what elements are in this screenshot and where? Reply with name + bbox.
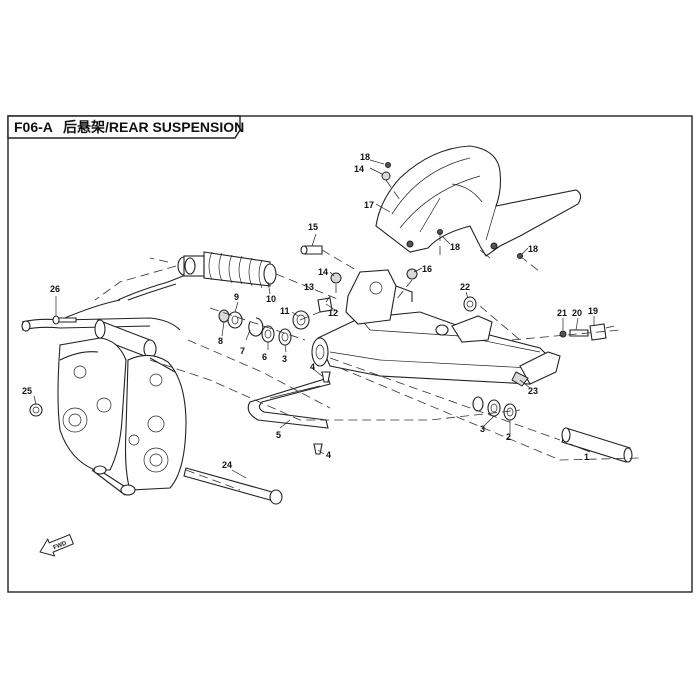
swing-arm <box>311 269 561 387</box>
fwd-label: FWD <box>53 540 69 551</box>
callout-16: 16 <box>422 264 432 274</box>
nut-16 <box>406 268 418 280</box>
callout-4-upper: 4 <box>310 362 315 372</box>
callout-22: 22 <box>460 282 470 292</box>
nut-8 <box>218 309 230 323</box>
callout-24: 24 <box>222 460 232 470</box>
callout-13: 13 <box>304 282 314 292</box>
callout-12: 12 <box>328 308 338 318</box>
callout-23: 23 <box>528 386 538 396</box>
bolt-26 <box>52 315 77 325</box>
fwd-arrow: FWD <box>39 533 75 557</box>
callout-17: 17 <box>364 200 374 210</box>
pivot-shaft <box>561 427 633 463</box>
seal-22 <box>463 296 477 312</box>
assembly-lines <box>149 179 641 491</box>
callout-4-lower: 4 <box>326 450 331 460</box>
callout-19: 19 <box>588 306 598 316</box>
bolt-4-lower <box>313 443 323 455</box>
screw-18-top <box>385 162 391 168</box>
title-box: F06-A 后悬架/REAR SUSPENSION <box>7 115 244 139</box>
callout-15: 15 <box>308 222 318 232</box>
long-bolt <box>183 467 283 505</box>
callout-1: 1 <box>584 452 589 462</box>
callout-14: 14 <box>318 267 328 277</box>
callout-6: 6 <box>262 352 267 362</box>
callout-9: 9 <box>234 292 239 302</box>
callout-25: 25 <box>22 386 32 396</box>
callout-18-mid: 18 <box>450 242 460 252</box>
bolt-13 <box>317 297 333 313</box>
callout-2: 2 <box>506 432 511 442</box>
rear-fender <box>375 145 582 259</box>
callout-8: 8 <box>218 336 223 346</box>
title-name: 后悬架/REAR SUSPENSION <box>63 119 244 135</box>
shock-absorber <box>177 251 277 289</box>
leader-lines <box>33 159 595 479</box>
collar-right <box>472 396 484 412</box>
callout-26: 26 <box>50 284 60 294</box>
callout-18-right: 18 <box>528 244 538 254</box>
callout-numbers: 1 2 3 3 4 4 5 6 7 8 9 10 11 12 13 14 14 … <box>22 152 598 470</box>
bolt-4-upper <box>321 371 331 383</box>
diagram-frame <box>7 115 693 593</box>
callout-3-left: 3 <box>282 354 287 364</box>
pin-15 <box>300 245 323 255</box>
circlip <box>248 317 264 337</box>
callout-10: 10 <box>266 294 276 304</box>
bearing-6 <box>261 325 275 343</box>
frame-bracket <box>21 269 199 496</box>
callout-7: 7 <box>240 346 245 356</box>
nut-14-fender <box>381 171 391 181</box>
callout-18-top: 18 <box>360 152 370 162</box>
callout-21: 21 <box>557 308 567 318</box>
spacer-right <box>503 403 517 421</box>
callout-3-right: 3 <box>480 424 485 434</box>
callout-20: 20 <box>572 308 582 318</box>
callout-11: 11 <box>280 306 290 316</box>
bearing-left <box>278 328 292 346</box>
callout-5: 5 <box>276 430 281 440</box>
nut-25 <box>29 403 43 417</box>
title-code: F06-A <box>14 119 53 135</box>
nut-21 <box>559 330 567 338</box>
callout-14-fender: 14 <box>354 164 364 174</box>
